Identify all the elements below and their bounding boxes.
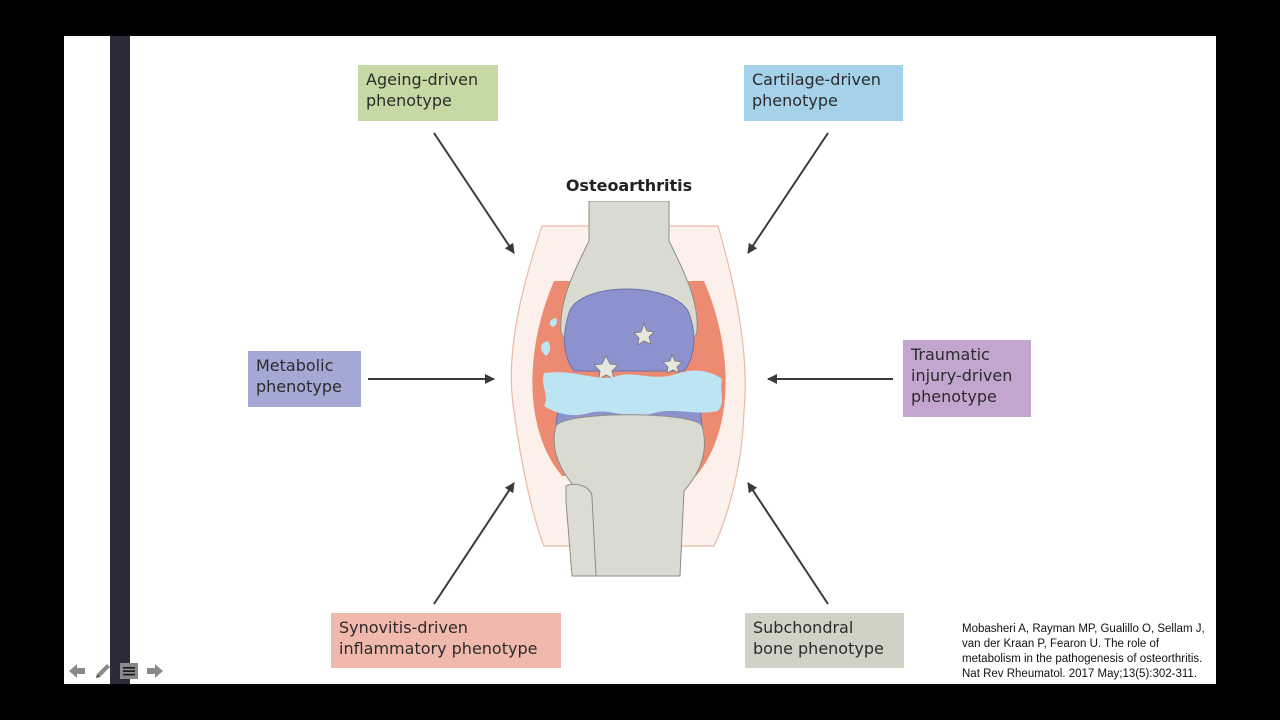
pencil-icon[interactable] xyxy=(92,660,114,682)
metabolic-phenotype-box: Metabolic phenotype xyxy=(248,351,361,407)
box-line: inflammatory phenotype xyxy=(339,639,538,658)
citation-line: Nat Rev Rheumatol. 2017 May;13(5):302-31… xyxy=(962,668,1198,680)
slide-nav-controls xyxy=(66,659,166,683)
menu-icon[interactable] xyxy=(118,660,140,682)
synovitis-driven-phenotype-box: Synovitis-driven inflammatory phenotype xyxy=(331,613,561,668)
citation-line: Mobasheri A, Rayman MP, Gualillo O, Sell… xyxy=(962,623,1205,635)
citation-line: metabolism in the pathogenesis of osteor… xyxy=(962,653,1203,665)
traumatic-injury-driven-phenotype-box: Traumatic injury-driven phenotype xyxy=(903,340,1031,417)
citation-line: van der Kraan P, Fearon U. The role of xyxy=(962,638,1160,650)
box-line: phenotype xyxy=(256,377,342,396)
synovial-fluid xyxy=(541,341,551,356)
arrow-synovitis xyxy=(433,482,515,605)
synovial-fluid xyxy=(549,318,557,327)
box-line: Ageing-driven xyxy=(366,70,479,89)
arrow-right-icon[interactable] xyxy=(144,660,166,682)
osteophyte-star xyxy=(633,322,655,346)
arrows xyxy=(368,132,893,605)
citation: Mobasheri A, Rayman MP, Gualillo O, Sell… xyxy=(962,622,1216,682)
box-line: Subchondral xyxy=(753,618,854,637)
box-line: Metabolic xyxy=(256,356,334,375)
fibula xyxy=(565,483,597,577)
upper-cartilage xyxy=(564,288,695,372)
box-line: Cartilage-driven xyxy=(752,70,881,89)
osteophyte-star xyxy=(593,355,619,380)
arrow-subchondral xyxy=(747,482,829,605)
slide: Osteoarthritis Ageing-driven phenotype C… xyxy=(64,36,1216,684)
diagram-title: Osteoarthritis xyxy=(565,176,693,195)
sidebar-bar xyxy=(110,36,130,684)
box-line: Synovitis-driven xyxy=(339,618,468,637)
box-line: phenotype xyxy=(911,387,997,406)
subchondral-bone-phenotype-box: Subchondral bone phenotype xyxy=(745,613,904,668)
box-line: bone phenotype xyxy=(753,639,884,658)
arrow-cartilage xyxy=(747,132,829,254)
cartilage-driven-phenotype-box: Cartilage-driven phenotype xyxy=(744,65,903,121)
box-line: injury-driven xyxy=(911,366,1013,385)
box-line: phenotype xyxy=(366,91,452,110)
joint-illustration xyxy=(510,201,746,577)
arrow-ageing xyxy=(433,132,515,254)
arrow-left-icon[interactable] xyxy=(66,660,88,682)
synovial-fluid xyxy=(543,370,722,416)
osteophyte-star xyxy=(662,353,683,374)
box-line: Traumatic xyxy=(911,345,990,364)
box-line: phenotype xyxy=(752,91,838,110)
ageing-driven-phenotype-box: Ageing-driven phenotype xyxy=(358,65,498,121)
